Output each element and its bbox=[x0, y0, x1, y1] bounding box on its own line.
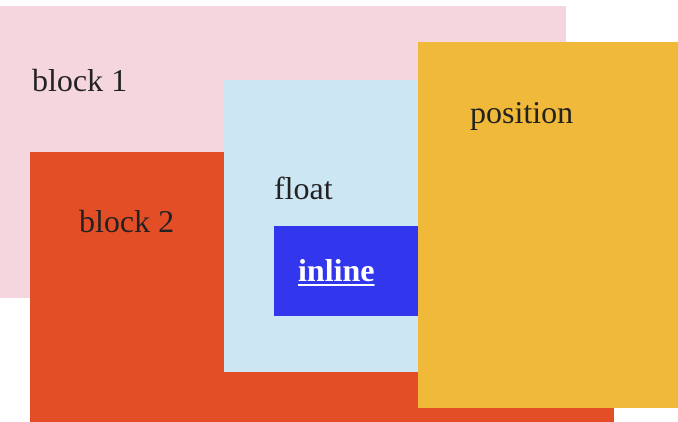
block-2-label: block 2 bbox=[79, 203, 175, 239]
inline-label: inline bbox=[298, 252, 375, 288]
inline-box: inline bbox=[274, 226, 424, 316]
float-label: float bbox=[274, 170, 333, 206]
block-1-label: block 1 bbox=[32, 62, 128, 98]
position-box: position bbox=[418, 42, 678, 408]
position-label: position bbox=[470, 94, 574, 130]
